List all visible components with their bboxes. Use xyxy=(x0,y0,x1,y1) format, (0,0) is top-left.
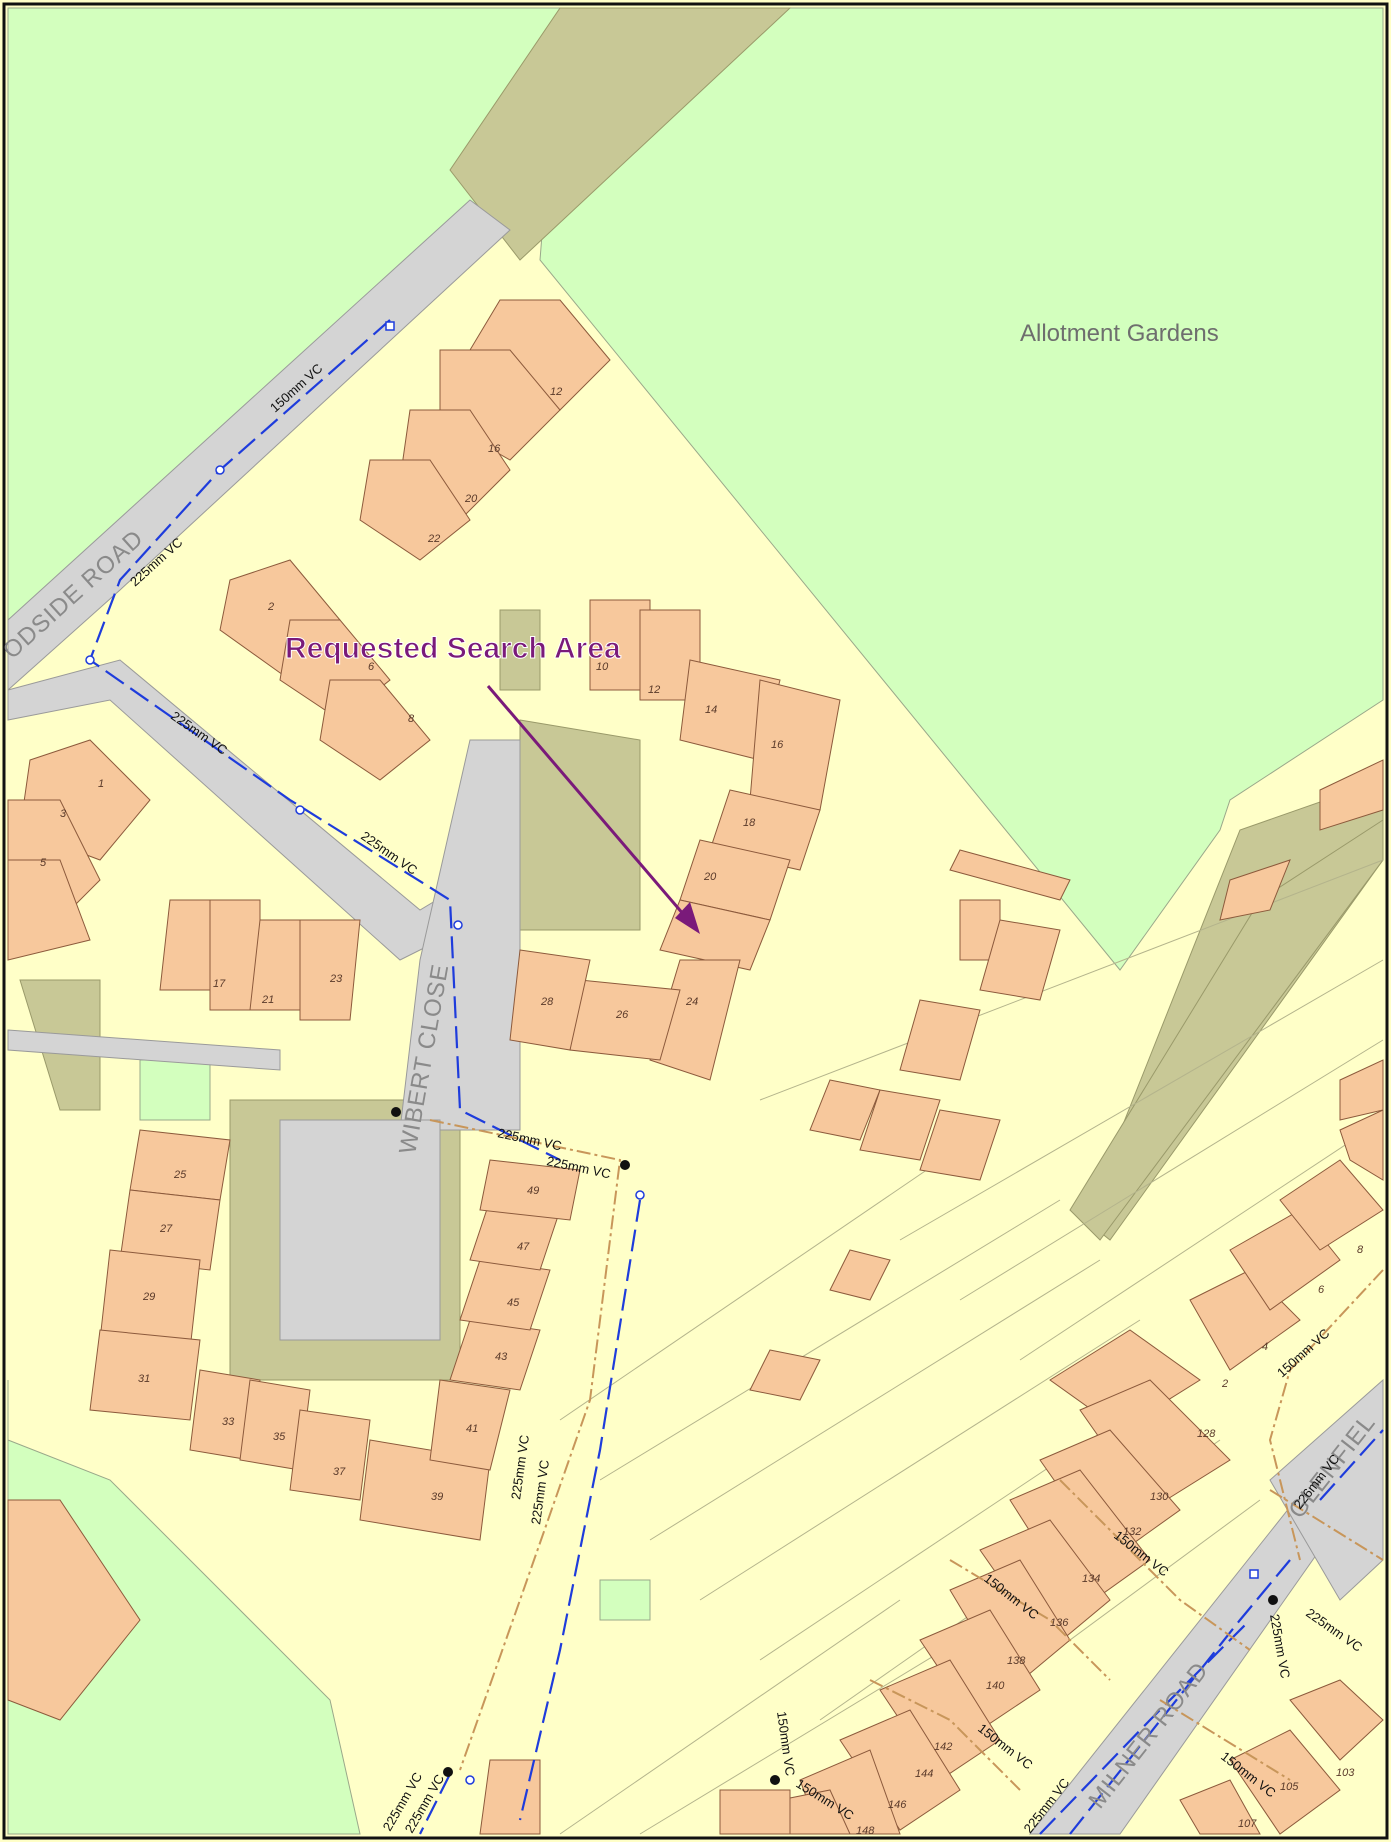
buildings xyxy=(7,299,1384,1835)
house-number: 12 xyxy=(648,684,660,696)
house-number: 148 xyxy=(856,1825,875,1837)
house-number: 2 xyxy=(1221,1378,1228,1390)
house-number: 103 xyxy=(1336,1767,1355,1779)
search-area-arrow xyxy=(486,685,692,923)
house-number: 26 xyxy=(615,1009,629,1021)
foul-sewers xyxy=(429,1119,1384,1791)
house-number: 31 xyxy=(138,1373,150,1385)
house-number: 16 xyxy=(771,739,784,751)
house-number: 23 xyxy=(329,973,343,985)
house-number: 107 xyxy=(1238,1818,1257,1830)
arrow-head-icon xyxy=(675,902,700,934)
house-number: 24 xyxy=(685,996,698,1008)
house-number: 132 xyxy=(1123,1526,1141,1538)
house-number-labels: 12 16 20 22 2 6 8 10 12 14 16 18 20 24 2… xyxy=(40,386,1364,1837)
search-area-annotation: Requested Search Area xyxy=(285,632,700,934)
house-number: 8 xyxy=(408,713,415,725)
house-number: 146 xyxy=(888,1799,907,1811)
house-number: 22 xyxy=(427,533,440,545)
house-number: 138 xyxy=(1007,1655,1026,1667)
wibert-close xyxy=(399,739,521,1131)
wibert-close-turning xyxy=(279,1119,441,1341)
house-number: 136 xyxy=(1050,1617,1069,1629)
house-number: 10 xyxy=(596,661,609,673)
house-number: 140 xyxy=(986,1680,1005,1692)
manholes-black xyxy=(391,1107,1278,1785)
house-number: 1 xyxy=(98,778,104,790)
house-number: 4 xyxy=(1262,1341,1268,1353)
house-number: 21 xyxy=(261,994,274,1006)
house-number: 130 xyxy=(1150,1491,1169,1503)
manholes xyxy=(85,321,1259,1785)
house-number: 144 xyxy=(915,1768,933,1780)
house-number: 25 xyxy=(173,1169,187,1181)
surface-water-sewers xyxy=(88,319,1384,1835)
house-number: 105 xyxy=(1280,1781,1299,1793)
house-number: 12 xyxy=(550,386,562,398)
house-number: 45 xyxy=(507,1297,520,1309)
house-number: 41 xyxy=(466,1423,478,1435)
house-number: 14 xyxy=(705,704,717,716)
woodside-road xyxy=(7,199,511,692)
house-number: 128 xyxy=(1197,1428,1216,1440)
house-number: 134 xyxy=(1082,1573,1100,1585)
house-number: 47 xyxy=(517,1241,530,1253)
house-number: 37 xyxy=(333,1466,346,1478)
house-number: 6 xyxy=(1318,1284,1325,1296)
house-number: 35 xyxy=(273,1431,286,1443)
search-area-label: Requested Search Area xyxy=(285,632,621,665)
house-number: 39 xyxy=(431,1491,443,1503)
house-number: 20 xyxy=(464,493,478,505)
house-number: 49 xyxy=(527,1185,539,1197)
house-number: 27 xyxy=(159,1223,173,1235)
house-number: 3 xyxy=(60,808,67,820)
house-number: 29 xyxy=(142,1291,155,1303)
house-number: 43 xyxy=(495,1351,508,1363)
house-number: 33 xyxy=(222,1416,235,1428)
roads xyxy=(7,199,1384,1835)
allotment-gardens-label: Allotment Gardens xyxy=(1020,320,1219,347)
house-number: 6 xyxy=(368,661,375,673)
house-number: 28 xyxy=(540,996,554,1008)
house-number: 17 xyxy=(213,978,226,990)
house-number: 18 xyxy=(743,817,756,829)
house-number: 16 xyxy=(488,443,501,455)
green-areas xyxy=(7,7,1384,1835)
house-number: 142 xyxy=(934,1741,952,1753)
allotment-gardens-area xyxy=(539,7,1384,971)
house-number: 8 xyxy=(1357,1244,1364,1256)
house-number: 5 xyxy=(40,857,47,869)
house-number: 20 xyxy=(703,871,717,883)
house-number: 2 xyxy=(267,601,274,613)
